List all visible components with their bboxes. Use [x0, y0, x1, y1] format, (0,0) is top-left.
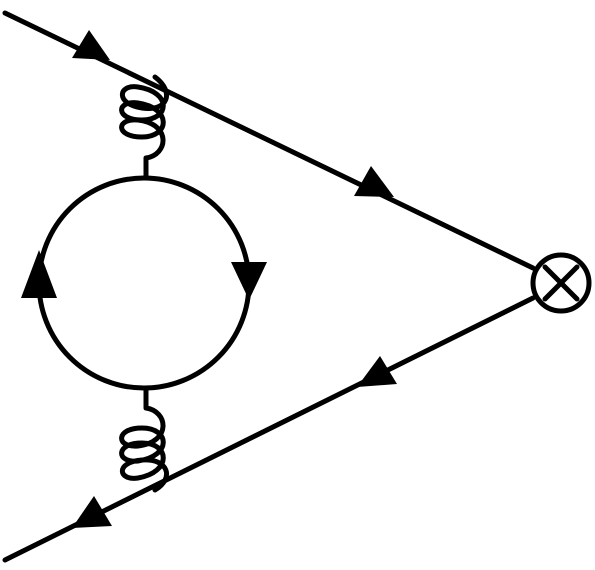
- loop-arrow-left-icon: [21, 250, 57, 298]
- incoming-arrow-1-icon: [72, 30, 110, 60]
- outgoing-arrow-2-icon: [72, 496, 112, 528]
- fermion-loop: [36, 175, 252, 391]
- lower-gluon: [119, 385, 169, 493]
- incoming-arrow-2-icon: [354, 166, 394, 197]
- loop-arrow-right-icon: [231, 262, 267, 300]
- operator-insertion: [530, 252, 592, 314]
- outgoing-arrow-1-icon: [357, 356, 397, 387]
- upper-gluon: [119, 74, 169, 181]
